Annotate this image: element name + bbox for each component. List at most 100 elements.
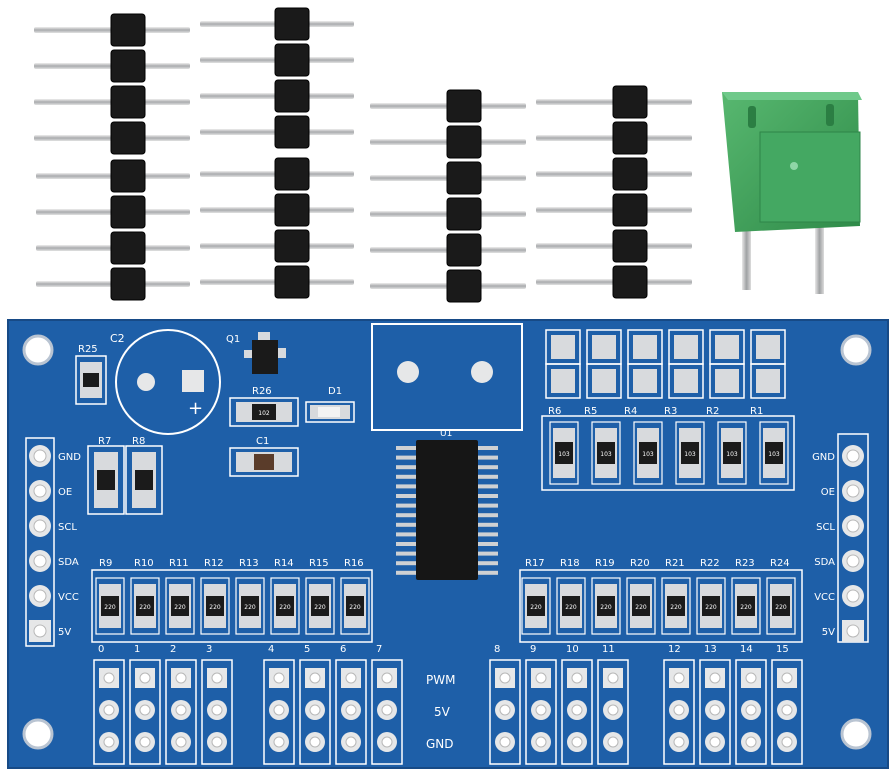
channel-label-12: 12 xyxy=(668,644,681,655)
u1-pins xyxy=(396,446,498,575)
smd-code: 103 xyxy=(558,451,570,458)
ref-r23: R23 xyxy=(735,558,755,569)
ref-r1: R1 xyxy=(750,406,763,417)
right-control-header: GND OE SCL SDA VCC 5V xyxy=(812,445,864,642)
pca9685-chip xyxy=(416,440,478,580)
pin-label-oe: OE xyxy=(58,487,72,498)
ref-u1: U1 xyxy=(440,429,452,439)
ref-r17: R17 xyxy=(525,558,545,569)
ref-r15: R15 xyxy=(309,558,329,569)
ref-r3: R3 xyxy=(664,406,677,417)
smd-code: 220 xyxy=(635,604,647,611)
pin-header-strip xyxy=(34,13,190,155)
smd-code: 220 xyxy=(775,604,787,611)
pin-label-vcc: VCC xyxy=(814,592,835,603)
row-label-5v: 5V xyxy=(434,705,451,719)
ref-r13: R13 xyxy=(239,558,259,569)
left-resistor-bank: R9 220 R10 220 R11 220 R12 220 R13 220 R14 220 R15 22… xyxy=(95,558,370,635)
pin-label-vcc: VCC xyxy=(58,592,79,603)
channel-label-10: 10 xyxy=(566,644,579,655)
channel-label-14: 14 xyxy=(740,644,753,655)
ref-r14: R14 xyxy=(274,558,294,569)
screw-terminal-block xyxy=(722,92,862,294)
smd-code: 220 xyxy=(740,604,752,611)
smd-code: 220 xyxy=(349,604,361,611)
channel-label-8: 8 xyxy=(494,644,500,655)
pin-header-strip xyxy=(200,157,354,299)
smd-code: 103 xyxy=(600,451,612,458)
smd-code: 220 xyxy=(530,604,542,611)
pin-label-gnd: GND xyxy=(812,452,835,463)
row-label-gnd: GND xyxy=(426,737,454,751)
pin-label-5v: 5V xyxy=(822,627,835,638)
pin-label-sda: SDA xyxy=(58,557,79,568)
address-jumper-pads xyxy=(545,329,786,399)
smd-code: 103 xyxy=(726,451,738,458)
channel-label-6: 6 xyxy=(340,644,346,655)
ref-r7: R7 xyxy=(98,436,111,447)
ref-q1: Q1 xyxy=(226,334,240,345)
smd-code: 220 xyxy=(670,604,682,611)
channel-label-4: 4 xyxy=(268,644,274,655)
smd-code: 220 xyxy=(209,604,221,611)
smd-code: 220 xyxy=(174,604,186,611)
smd-code: 220 xyxy=(139,604,151,611)
right-resistor-bank: R17220R18220R19220R20220R21220R22220R232… xyxy=(521,558,796,635)
mounting-holes xyxy=(22,334,872,750)
pin-header-strip xyxy=(536,85,692,299)
smd-code: 103 xyxy=(642,451,654,458)
channel-label-7: 7 xyxy=(376,644,382,655)
ref-r11: R11 xyxy=(169,558,189,569)
smd-code: 220 xyxy=(600,604,612,611)
pin-label-scl: SCL xyxy=(58,522,77,533)
smd-code: 220 xyxy=(279,604,291,611)
channel-label-3: 3 xyxy=(206,644,212,655)
ref-r18: R18 xyxy=(560,558,580,569)
r26-code: 102 xyxy=(258,410,270,417)
ref-r5: R5 xyxy=(584,406,597,417)
pca9685-board: + C2 R25 Q1 R26 102 D1 C1 R7 R8 xyxy=(7,319,889,769)
channel-label-15: 15 xyxy=(776,644,789,655)
ref-r25: R25 xyxy=(78,344,98,355)
ref-r12: R12 xyxy=(204,558,224,569)
ref-r8: R8 xyxy=(132,436,145,447)
loose-pin-headers xyxy=(34,7,692,303)
pin-label-oe: OE xyxy=(821,487,835,498)
address-resistors: R6 R5 R4 R3 R2 R1 103 103 103 103 103 103 xyxy=(548,406,789,485)
pin-header-strip xyxy=(370,89,526,303)
smd-code: 103 xyxy=(768,451,780,458)
ref-c1: C1 xyxy=(256,436,269,447)
ref-r9: R9 xyxy=(99,558,112,569)
ref-r20: R20 xyxy=(630,558,650,569)
pin-label-gnd: GND xyxy=(58,452,81,463)
ref-r26: R26 xyxy=(252,386,272,397)
ref-r24: R24 xyxy=(770,558,790,569)
ref-r2: R2 xyxy=(706,406,719,417)
pin-label-scl: SCL xyxy=(816,522,835,533)
channel-label-1: 1 xyxy=(134,644,140,655)
ref-r22: R22 xyxy=(700,558,720,569)
ref-d1: D1 xyxy=(328,386,342,397)
row-label-pwm: PWM xyxy=(426,673,455,687)
channel-label-0: 0 xyxy=(98,644,104,655)
ref-c2: C2 xyxy=(110,332,125,345)
ref-r21: R21 xyxy=(665,558,685,569)
smd-code: 103 xyxy=(684,451,696,458)
ref-r4: R4 xyxy=(624,406,637,417)
ref-r10: R10 xyxy=(134,558,154,569)
channel-label-2: 2 xyxy=(170,644,176,655)
ref-r6: R6 xyxy=(548,406,561,417)
smd-code: 220 xyxy=(565,604,577,611)
channel-label-11: 11 xyxy=(602,644,615,655)
smd-code: 220 xyxy=(705,604,717,611)
pin-label-sda: SDA xyxy=(814,557,835,568)
smd-code: 220 xyxy=(244,604,256,611)
pin-header-strip xyxy=(36,159,190,301)
pin-header-strip xyxy=(200,7,354,149)
c2-outline xyxy=(115,329,221,435)
channel-label-13: 13 xyxy=(704,644,717,655)
smd-code: 220 xyxy=(104,604,116,611)
